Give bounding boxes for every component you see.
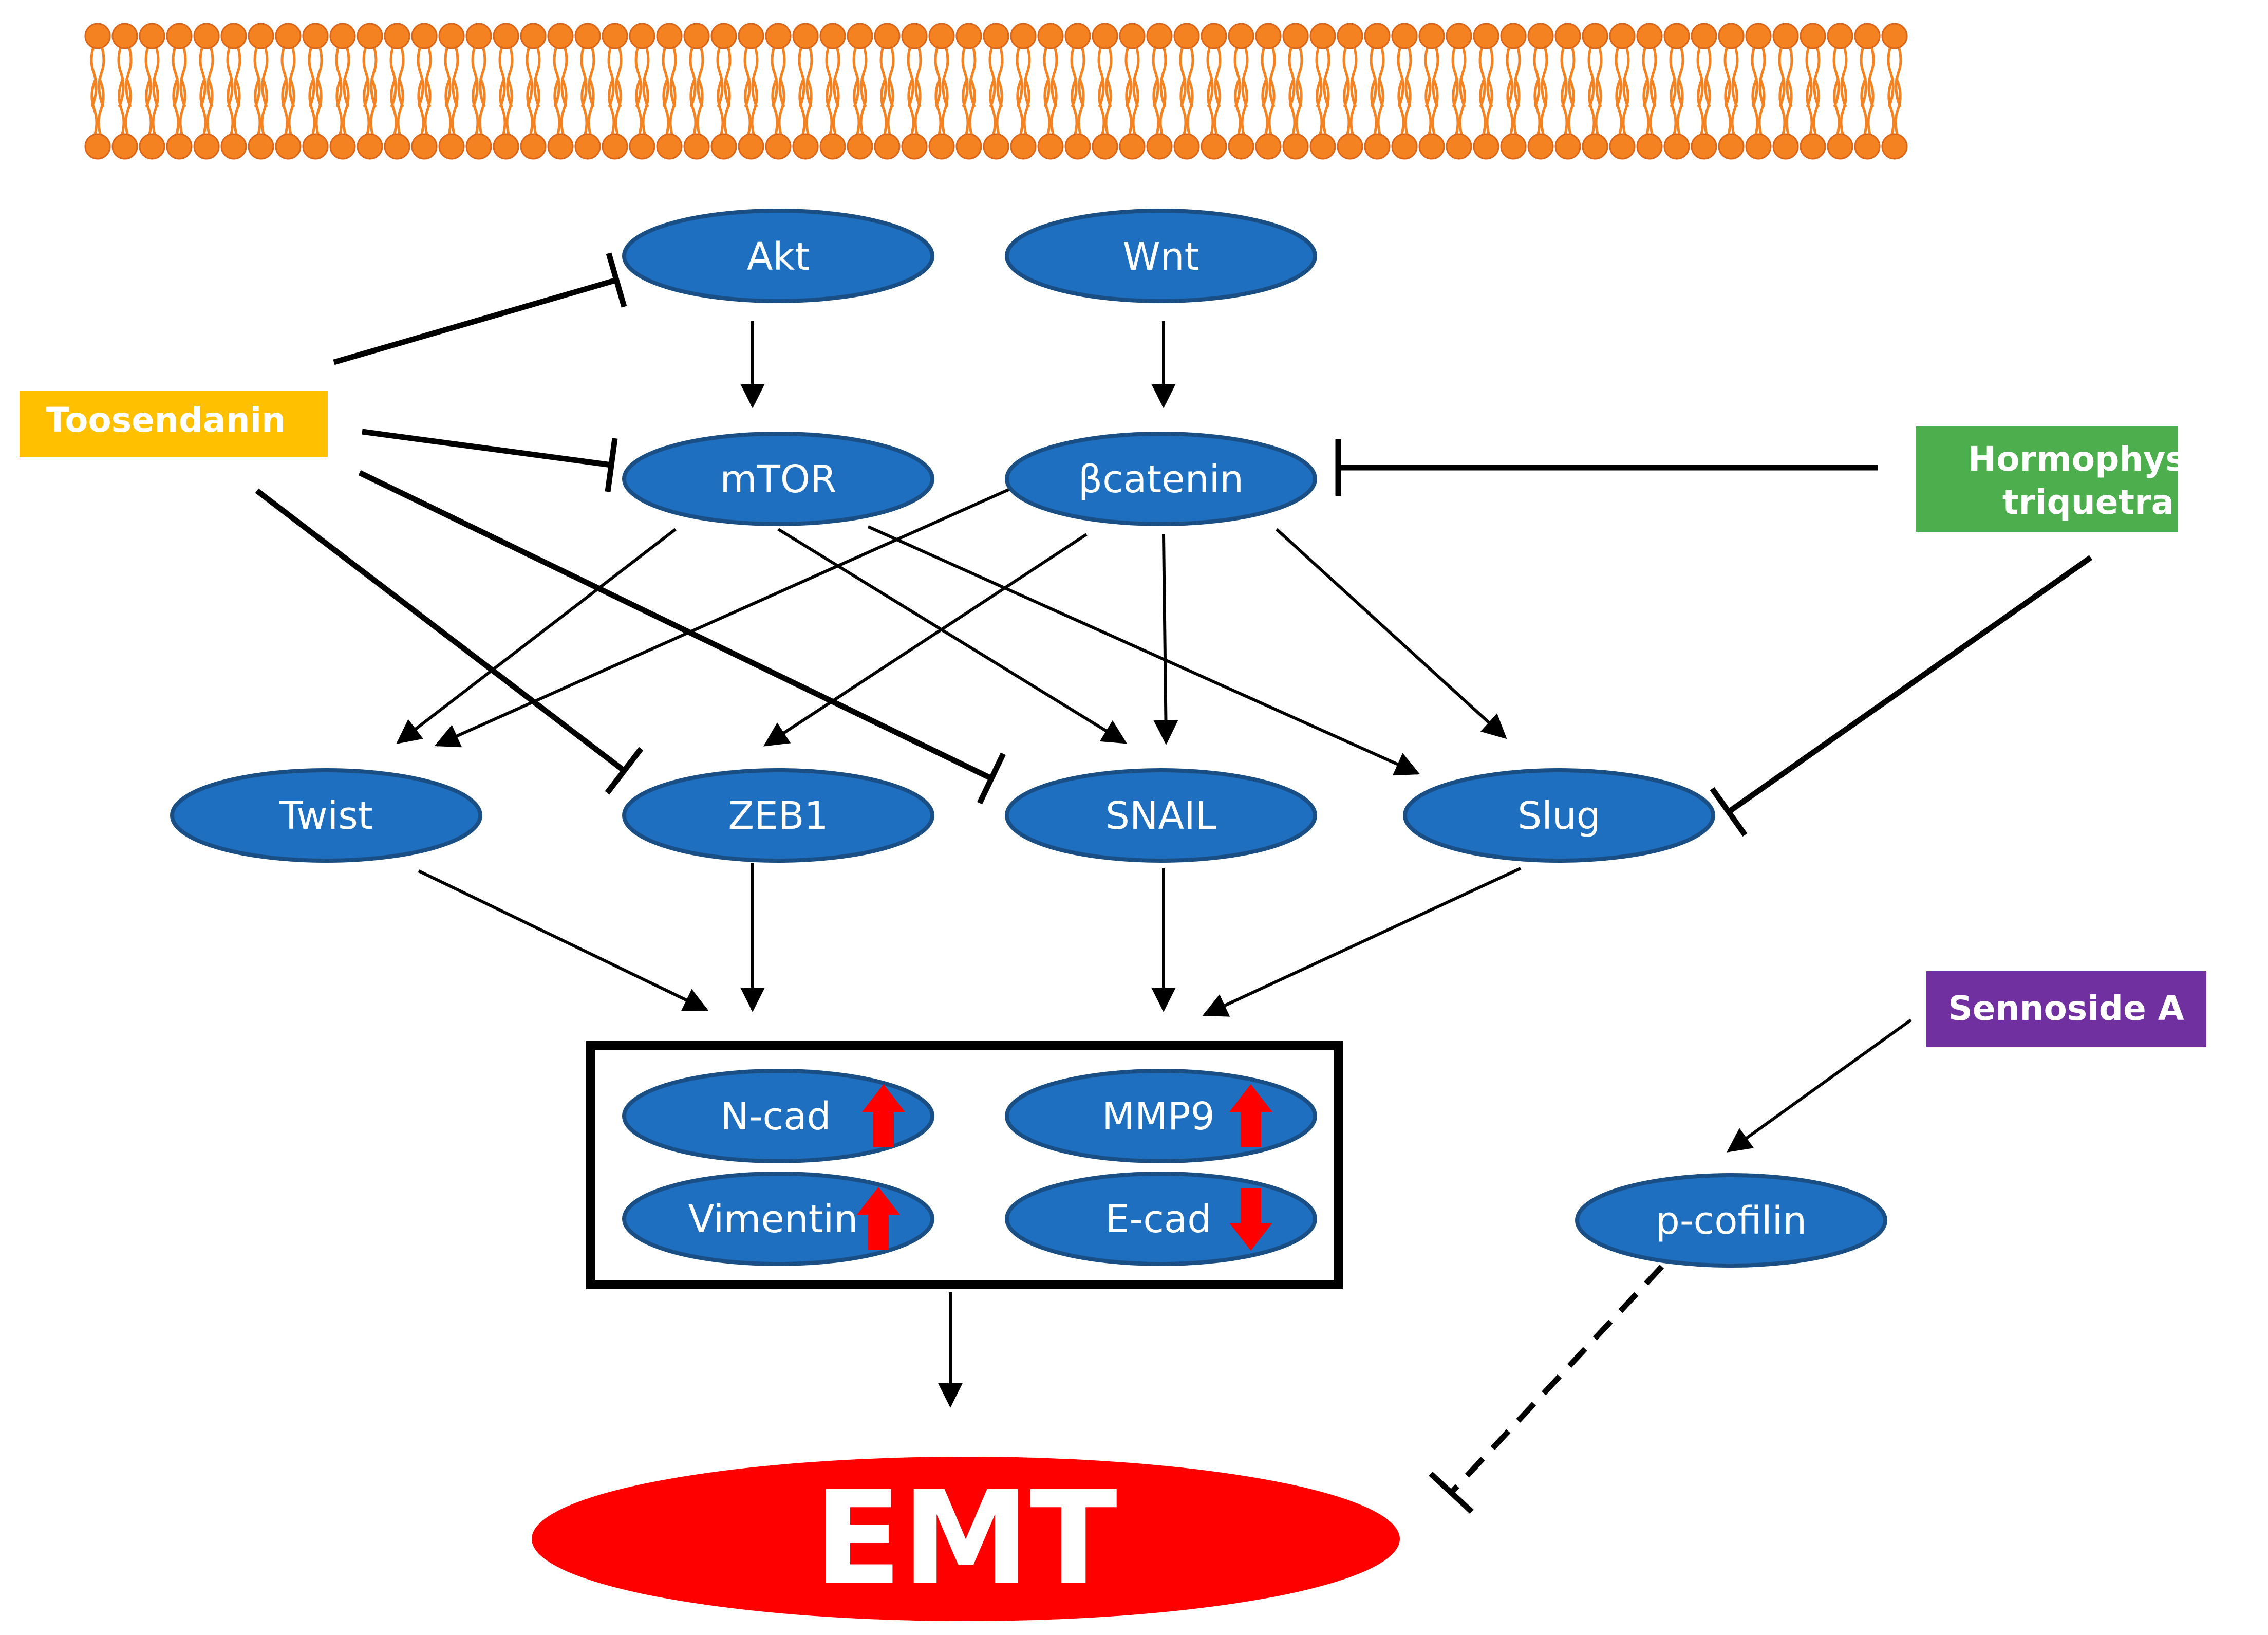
marker-mmp9-label: MMP9	[1102, 1094, 1214, 1139]
compound-toosendanin-label: Toosendanin	[46, 400, 286, 440]
node-akt: Akt	[622, 209, 934, 303]
inhibit-toosendanin-mtor	[362, 429, 618, 492]
inhibit-toosendanin-zeb1	[255, 488, 644, 795]
marker-ecad: E-cad	[1005, 1172, 1317, 1266]
marker-ncad: N-cad	[622, 1069, 934, 1163]
marker-ncad-label: N-cad	[720, 1094, 831, 1139]
inhibit-hormophysa-bcatenin	[1335, 439, 1878, 496]
inhibit-hormophysa-slug	[1710, 555, 2093, 837]
signalling-nodes: Akt Wnt mTOR βcatenin Twist ZEB1 SNAIL	[170, 209, 1887, 1268]
arrow-bcatenin-zeb1	[763, 533, 1088, 747]
emt-label: EMT	[814, 1463, 1117, 1613]
compound-toosendanin: Toosendanin	[20, 391, 328, 457]
emt-node: EMT	[532, 1457, 1400, 1621]
arrow-mtor-twist	[396, 528, 677, 744]
node-wnt: Wnt	[1005, 209, 1317, 303]
compound-hormophysa-label-line1: Hormophysa	[1968, 439, 2208, 479]
inhibit-pcofilin-emt	[1429, 1265, 1664, 1514]
node-mtor-label: mTOR	[720, 457, 837, 501]
pathway-edges	[255, 252, 2093, 1514]
node-bcatenin: βcatenin	[1005, 432, 1317, 526]
marker-vimentin: Vimentin	[622, 1172, 934, 1266]
arrow-mtor-slug	[867, 525, 1420, 776]
arrow-sennoside-pcofilin	[1727, 1018, 1912, 1153]
compound-hormophysa-triquetra: Hormophysa triquetra	[1916, 426, 2208, 532]
node-mtor: mTOR	[622, 432, 934, 526]
arrow-bcatenin-twist	[434, 487, 1013, 748]
node-akt-label: Akt	[747, 235, 810, 279]
marker-vimentin-up-arrow-icon	[857, 1187, 900, 1250]
node-snail-label: SNAIL	[1105, 794, 1216, 838]
node-zeb1-label: ZEB1	[728, 794, 828, 838]
emt-marker-box: N-cad MMP9 Vimentin E-cad	[586, 1041, 1343, 1289]
marker-ecad-down-arrow-icon	[1229, 1188, 1272, 1251]
marker-vimentin-label: Vimentin	[688, 1197, 858, 1241]
arrow-slug-markers	[1202, 867, 1522, 1017]
arrow-twist-markers	[418, 869, 709, 1011]
arrow-mtor-snail	[777, 528, 1128, 744]
marker-mmp9: MMP9	[1005, 1069, 1317, 1163]
compound-hormophysa-label-line2: triquetra	[2002, 482, 2174, 522]
node-slug-label: Slug	[1517, 794, 1600, 838]
compound-sennoside-label: Sennoside A	[1948, 989, 2184, 1028]
node-pcofilin: p-cofilin	[1575, 1173, 1887, 1268]
node-twist-label: Twist	[279, 794, 373, 838]
arrow-bcatenin-slug	[1275, 528, 1507, 739]
cell-membrane-bilayer	[84, 23, 1908, 160]
node-zeb1: ZEB1	[622, 768, 934, 863]
marker-ncad-up-arrow-icon	[862, 1084, 905, 1147]
node-twist: Twist	[170, 768, 482, 863]
compound-sennoside-a: Sennoside A	[1926, 971, 2206, 1047]
node-pcofilin-label: p-cofilin	[1656, 1199, 1807, 1243]
marker-mmp9-up-arrow-icon	[1229, 1084, 1272, 1147]
node-bcatenin-label: βcatenin	[1078, 457, 1244, 501]
node-snail: SNAIL	[1005, 768, 1317, 863]
marker-ecad-label: E-cad	[1105, 1197, 1211, 1241]
inhibit-toosendanin-akt	[333, 252, 627, 365]
node-wnt-label: Wnt	[1122, 235, 1199, 279]
arrow-bcatenin-snail	[1153, 534, 1178, 745]
inhibit-toosendanin-snail	[358, 470, 1006, 805]
node-slug: Slug	[1403, 768, 1715, 863]
